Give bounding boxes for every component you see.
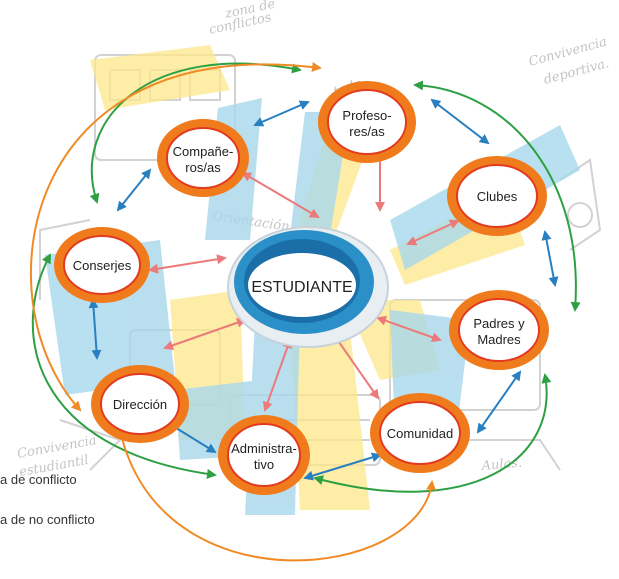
node-label-line: Comunidad [387,426,454,441]
node-clubes: Clubes [447,156,547,236]
node-label-line: Madres [477,332,521,347]
orange-arrows [30,62,436,562]
legend-conflict: a de conflicto [0,472,77,487]
node-profesores: Profeso- res/as [318,81,416,163]
node-label-line: Conserjes [73,258,132,273]
node-label-line: Dirección [113,397,167,412]
node-label-line: Profeso- [342,108,391,123]
node-label-line: Administra- [231,441,297,456]
node-label-line: Padres y [473,316,525,331]
node-companeros: Compañe- ros/as [157,119,249,197]
node-label-line: res/as [349,124,385,139]
node-padres: Padres y Madres [449,290,549,370]
node-conserjes: Conserjes [54,227,150,303]
node-direccion: Dirección [91,365,189,443]
node-comunidad: Comunidad [370,393,470,473]
legend-no-conflict: a de no conflicto [0,512,95,527]
node-label-line: ros/as [185,160,221,175]
node-label-line: Compañe- [173,144,234,159]
center-label: ESTUDIANTE [251,279,352,296]
node-label-line: Clubes [477,189,518,204]
node-administrativo: Administra- tivo [218,415,310,495]
node-label-line: tivo [254,457,274,472]
center-node-estudiante: ESTUDIANTE [227,226,389,348]
